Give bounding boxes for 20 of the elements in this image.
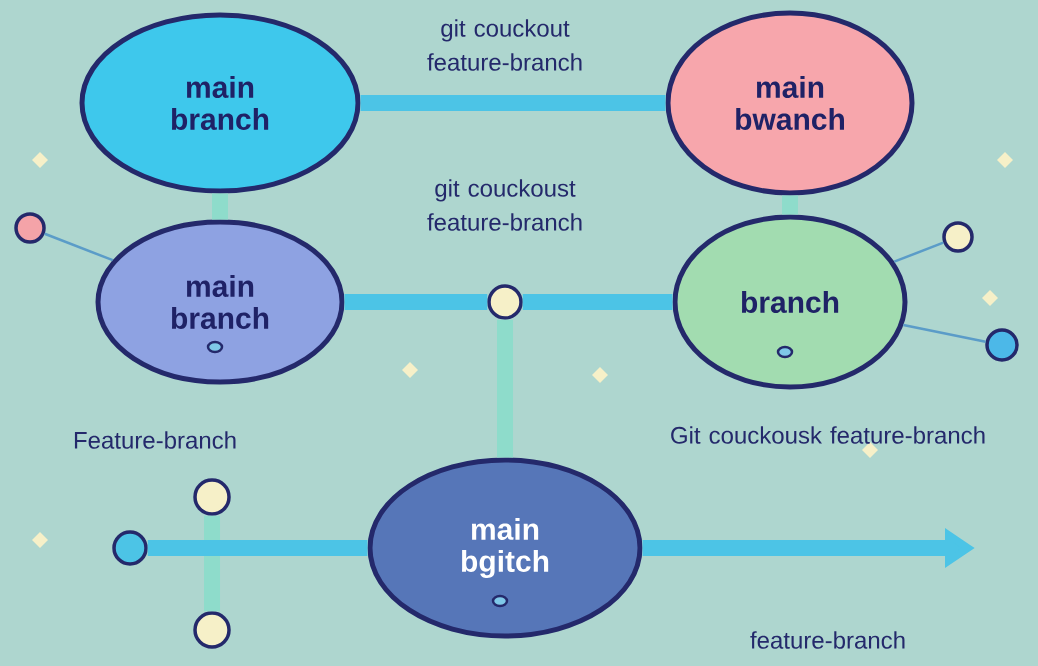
connector	[893, 241, 944, 263]
dot	[193, 611, 231, 649]
dot	[14, 212, 46, 244]
dot	[985, 328, 1019, 362]
connector	[44, 232, 114, 262]
caption-text: git couckout feature-branch	[427, 19, 582, 71]
connector	[903, 323, 986, 343]
connector	[204, 515, 220, 612]
connector	[782, 195, 798, 215]
caption-text: git couckoust feature-branch	[427, 179, 582, 231]
connector	[360, 95, 666, 111]
dot	[942, 221, 974, 253]
connector	[147, 540, 368, 556]
connector	[497, 319, 513, 458]
connector	[522, 294, 673, 310]
connector	[212, 193, 228, 220]
connector	[344, 294, 488, 310]
caption-text: Feature-branch	[74, 431, 236, 449]
caption-text: feature-branch	[750, 631, 905, 649]
caption-text: Git couckousk feature-branch	[671, 426, 985, 444]
